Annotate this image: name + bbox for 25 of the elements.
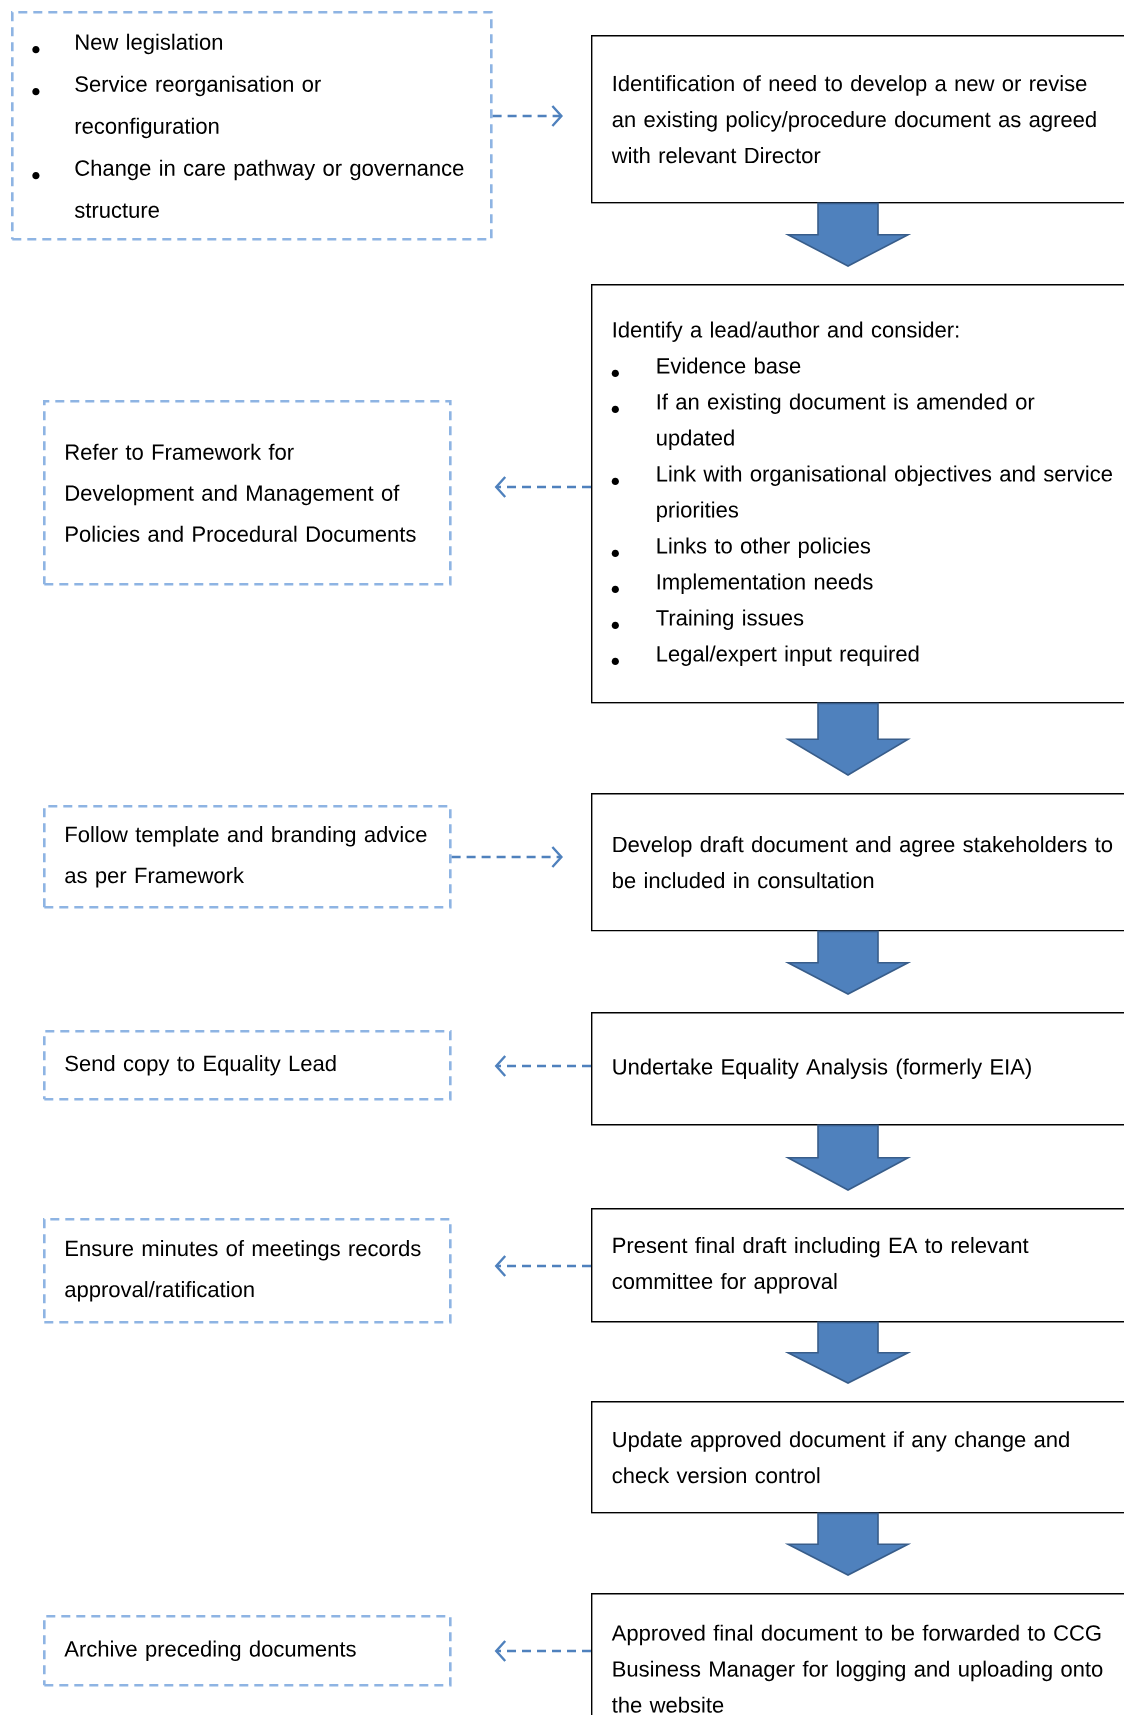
block-arrow <box>784 1321 912 1384</box>
note-box: New legislation Service reorganisation or reconfiguration Change in care pathway or governance structure <box>11 11 493 241</box>
block-arrow <box>784 1512 912 1576</box>
process-box: Update approved document if any change and check version control <box>591 1401 1124 1514</box>
dashed-arrow <box>494 1055 591 1077</box>
dashed-arrow <box>492 105 563 127</box>
block-arrow <box>785 702 911 776</box>
dashed-arrow <box>494 1255 591 1277</box>
dashed-arrow <box>494 1640 591 1662</box>
note-box: Follow template and branding advice as per Framework <box>43 805 452 909</box>
block-arrow <box>784 930 912 995</box>
process-box: Undertake Equality Analysis (formerly EIA) <box>591 1012 1124 1126</box>
dashed-arrow <box>494 476 591 498</box>
process-box: Identify a lead/author and consider: Evidence base If an existing document is amended or updated Link with organisational objectives and service priorities Links to other policies Implementation needs Training issues Legal/expert input required <box>591 284 1124 704</box>
block-arrow <box>784 202 912 267</box>
note-box: Ensure minutes of meetings records approval/ratification <box>43 1218 452 1324</box>
block-arrow <box>784 1124 912 1191</box>
process-box: Identification of need to develop a new or revise an existing policy/procedure document as agreed with relevant Director <box>591 35 1124 204</box>
note-box: Refer to Framework for Development and Management of Policies and Procedural Documents <box>43 400 452 586</box>
note-box: Send copy to Equality Lead <box>43 1030 452 1101</box>
dashed-arrow <box>451 846 563 868</box>
process-box: Develop draft document and agree stakeholders to be included in consultation <box>591 793 1124 932</box>
process-box: Present final draft including EA to relevant committee for approval <box>591 1208 1124 1323</box>
process-box: Approved final document to be forwarded to CCG Business Manager for logging and uploading onto the website <box>591 1593 1124 1715</box>
note-box: Archive preceding documents <box>43 1615 452 1687</box>
